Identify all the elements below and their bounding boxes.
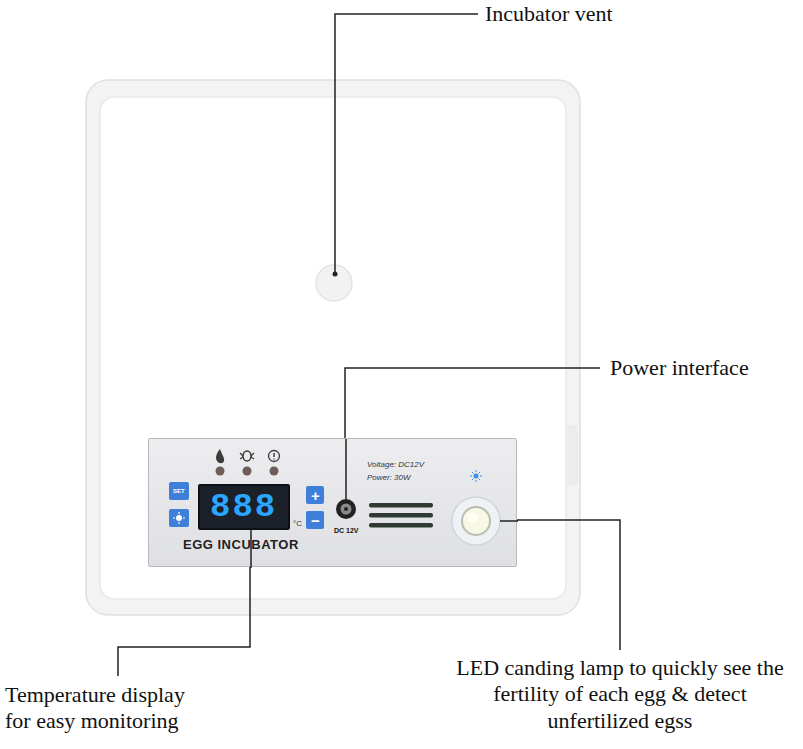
turn-icon-rays: [240, 453, 254, 459]
indicator-led: [243, 467, 252, 476]
callout-label: Temperature display for easy monitoring: [5, 682, 210, 735]
power-jack-ring: [341, 504, 352, 515]
heat-icon: [216, 449, 224, 463]
panel-title: EGG INCUBATOR: [183, 538, 299, 551]
jack-label: DC 12V: [334, 527, 374, 535]
vent-hole: [316, 265, 352, 301]
indicator-led: [270, 467, 279, 476]
spec-text: Voltage: DC12V: [367, 461, 424, 469]
lid-rim: [86, 80, 580, 615]
set-button: SET: [169, 482, 189, 500]
leader-line: [517, 520, 620, 650]
lid-tab: [566, 425, 578, 485]
button-label: SET: [173, 488, 185, 494]
light-button: [169, 509, 189, 527]
temperature-display: 888°C: [198, 484, 290, 530]
callout-label: Power interface: [610, 355, 800, 381]
plus-button: +: [306, 486, 324, 504]
control-panel: EGG INCUBATOR Voltage: DC12V Power: 30W SET…: [148, 438, 517, 567]
spec-text: Power: 30W: [367, 474, 411, 482]
leader-line: [345, 439, 347, 499]
leader-line: [335, 14, 478, 272]
alarm-icon: [269, 451, 280, 462]
leader-line: [500, 520, 518, 522]
indicator-led: [216, 467, 225, 476]
lid-top: [100, 97, 566, 599]
candling-lamp-bezel: [452, 497, 500, 545]
leader-dot: [333, 272, 338, 277]
minus-button: −: [306, 511, 324, 529]
button-label: +: [311, 488, 320, 503]
alarm-mark: [273, 453, 274, 460]
lamp-icon: [474, 474, 479, 479]
power-jack: [336, 499, 356, 519]
button-label: −: [311, 513, 320, 528]
display-digits: 888: [210, 490, 277, 524]
speaker-slot: [369, 513, 433, 518]
light-button-icon: [176, 515, 182, 521]
unit-label: °C: [293, 520, 302, 528]
callout-label: Incubator vent: [485, 1, 785, 27]
lamp-icon-rays: [470, 470, 482, 482]
power-jack-pin: [344, 507, 348, 511]
lamp-glow: [468, 513, 478, 523]
speaker-slot: [369, 503, 433, 508]
callout-label: LED canding lamp to quickly see the fert…: [440, 655, 800, 734]
speaker-slot: [369, 523, 433, 528]
candling-lamp: [462, 507, 490, 535]
turn-icon: [243, 451, 251, 461]
light-button-rays: [173, 512, 185, 524]
leader-line: [345, 368, 600, 438]
leader-line: [118, 567, 250, 676]
